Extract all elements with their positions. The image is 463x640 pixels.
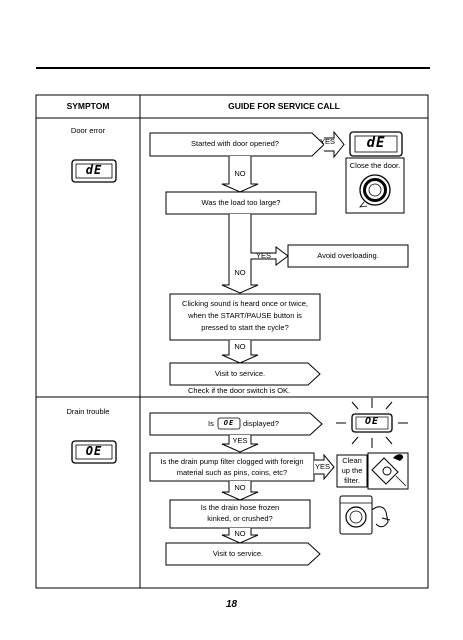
door-q1-no: NO: [234, 169, 246, 178]
symptom-door-error: Door error: [70, 126, 106, 135]
door-q2-text: Was the load too large?: [201, 198, 281, 207]
door-q3-line-3: pressed to start the cycle?: [201, 323, 289, 332]
door-q2-yes: YES: [256, 251, 272, 260]
door-error-lcd-icon: [71, 159, 117, 183]
door-q1-arrow: [149, 132, 325, 157]
symptom-drain-trouble: Drain trouble: [66, 407, 110, 416]
door-result-lcd-icon: [349, 131, 403, 157]
door-error-lcd-code: dE: [85, 163, 103, 177]
drain-q3-line-2: kinked, or crushed?: [207, 514, 273, 523]
drain-visit-arrow: [165, 542, 321, 566]
blinking-display-icon: [336, 398, 408, 448]
door-check-switch: Check if the door switch is OK.: [188, 386, 291, 395]
drain-q1-yes: YES: [232, 436, 248, 445]
header-guide: GUIDE FOR SERVICE CALL: [228, 101, 340, 111]
door-q2-no: NO: [234, 268, 246, 277]
drain-q2-yes: YES: [315, 462, 331, 471]
top-rule: [36, 67, 430, 69]
drain-q1-code: OE: [223, 419, 235, 427]
drain-trouble-lcd-code: OE: [85, 444, 103, 458]
door-avoid-overloading: Avoid overloading.: [317, 251, 379, 260]
drain-q2-no: NO: [234, 483, 246, 492]
drain-clean-line-2: up the: [341, 466, 363, 475]
filter-cleaning-icon: [339, 452, 409, 535]
door-q3-line-1: Clicking sound is heard once or twice,: [182, 299, 308, 308]
door-q3-line-2: when the START/PAUSE button is: [188, 311, 302, 320]
drain-clean-line-3: filter.: [344, 476, 360, 485]
drain-q2-line-2: material such as pins, coins, etc?: [176, 468, 288, 477]
drain-q3-no: NO: [234, 529, 246, 538]
door-q3-no: NO: [234, 342, 246, 351]
drain-q1-suffix: displayed?: [243, 419, 279, 428]
door-result-lcd-code: dE: [366, 135, 386, 151]
door-close-door: Close the door.: [349, 161, 401, 170]
drain-q1-prefix: Is: [208, 419, 214, 428]
page-number: 18: [225, 599, 238, 610]
door-visit-service: Visit to service.: [214, 369, 266, 378]
door-q1-yes: YES: [320, 137, 336, 146]
drain-trouble-lcd-icon: [71, 440, 117, 464]
blinking-display-code: OE: [364, 416, 380, 427]
drain-visit-service: Visit to service.: [212, 549, 264, 558]
drain-clean-line-1: Clean: [342, 456, 362, 465]
header-symptom: SYMPTOM: [66, 101, 110, 111]
drain-q3-line-1: Is the drain hose frozen: [200, 503, 280, 512]
door-visit-arrow: [169, 362, 321, 386]
door-q1-yes-arrow: [324, 130, 345, 159]
drain-q2-line-1: Is the drain pump filter clogged with fo…: [160, 457, 304, 466]
door-q1-text: Started with door opened?: [191, 139, 279, 148]
door-closing-icon: [359, 174, 391, 208]
